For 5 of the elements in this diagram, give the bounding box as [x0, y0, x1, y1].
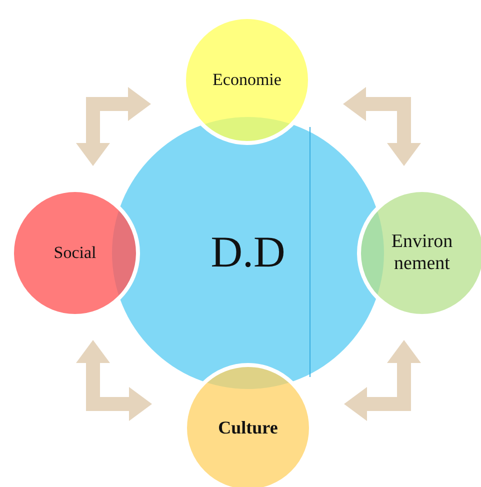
circle-label: D.D	[210, 228, 286, 278]
circle-label: Economie	[212, 70, 282, 90]
circle-label: Culture	[217, 418, 279, 438]
circle-label: Social	[52, 243, 98, 263]
circle-label: Environnement	[390, 231, 454, 275]
